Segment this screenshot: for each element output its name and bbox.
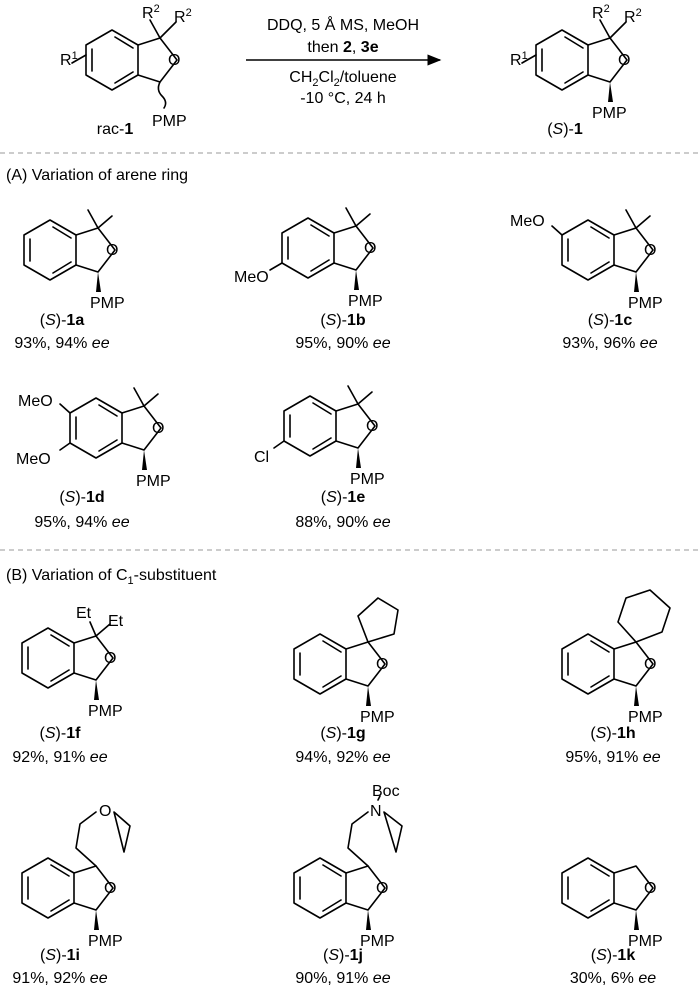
r2-label-a: R2	[142, 3, 160, 22]
ring-oxygen-label: O	[376, 880, 388, 897]
conditions-line-1: DDQ, 5 Å MS, MeOH	[267, 15, 419, 34]
pmp-label: PMP	[88, 933, 123, 950]
compound-1j-structure: O N Boc PMP	[293, 783, 403, 950]
pmp-label: PMP	[628, 933, 663, 950]
compound-1e-label: (S)-1e	[321, 489, 366, 506]
compound-1k-result: 30%, 6% ee	[570, 970, 656, 986]
compound-1b-result: 95%, 90% ee	[295, 335, 390, 352]
pmp-label: PMP	[360, 709, 395, 726]
compound-1c-result: 93%, 96% ee	[562, 335, 657, 352]
compound-1f-structure: O PMP Et Et	[21, 605, 124, 720]
ring-oxygen-label: O	[366, 418, 378, 435]
pmp-label: PMP	[90, 295, 125, 312]
r2-label-a: R2	[592, 3, 610, 22]
compound-1e-structure: O PMP Cl	[254, 385, 385, 488]
ethyl-label-a: Et	[76, 605, 92, 622]
compound-1f-result: 92%, 91% ee	[12, 749, 107, 766]
ring-oxygen-label: O	[104, 650, 116, 667]
pmp-label: PMP	[136, 473, 171, 490]
ring-oxygen-label: O	[644, 880, 656, 897]
compound-1i-structure: O O PMP	[21, 803, 131, 950]
compound-1b-structure: O PMP MeO	[234, 207, 383, 310]
compound-1a-result: 93%, 94% ee	[14, 335, 109, 352]
methoxy-label: MeO	[510, 213, 545, 230]
r2-label-b: R2	[174, 7, 192, 26]
ring-oxygen-label: O	[618, 52, 630, 69]
compound-1a-label: (S)-1a	[40, 312, 85, 329]
reaction-conditions: DDQ, 5 Å MS, MeOH then 2, 3e CH2Cl2/tolu…	[267, 15, 419, 107]
compound-1h-structure: O PMP	[561, 589, 671, 726]
chloro-label: Cl	[254, 449, 269, 466]
compound-1i-result: 91%, 92% ee	[12, 970, 107, 986]
compound-1a-structure: O PMP	[23, 209, 125, 312]
compound-1d-result: 95%, 94% ee	[34, 514, 129, 531]
ring-oxygen-label: O	[644, 242, 656, 259]
compound-1c-structure: O PMP MeO	[510, 209, 663, 312]
methoxy-label-top: MeO	[18, 393, 53, 410]
compound-1e-result: 88%, 90% ee	[295, 514, 390, 531]
conditions-line-2: then 2, 3e	[307, 39, 378, 56]
compound-1h-label: (S)-1h	[590, 725, 635, 742]
pmp-label: PMP	[88, 703, 123, 720]
pmp-label: PMP	[628, 709, 663, 726]
compound-1b-label: (S)-1b	[320, 312, 366, 329]
section-b-heading: (B) Variation of C1-substituent	[6, 567, 217, 587]
r1-label: R1	[510, 50, 528, 69]
pmp-label: PMP	[360, 933, 395, 950]
pmp-label: PMP	[152, 113, 187, 130]
starting-material-structure: O PMP R1 R2 R2 rac-1	[60, 3, 192, 138]
ring-oxygen-label: O	[106, 242, 118, 259]
ring-oxygen-label: O	[644, 656, 656, 673]
compound-1g-structure: O PMP	[293, 597, 399, 726]
compound-1j-result: 90%, 91% ee	[295, 970, 390, 986]
compound-1k-label: (S)-1k	[591, 947, 636, 964]
conditions-line-4: -10 °C, 24 h	[300, 90, 386, 107]
product-label: (S)-1	[547, 121, 583, 138]
compound-1i-label: (S)-1i	[40, 947, 80, 964]
methoxy-label-bottom: MeO	[16, 451, 51, 468]
boc-label: Boc	[372, 783, 400, 800]
pmp-label: PMP	[348, 293, 383, 310]
compound-1d-label: (S)-1d	[59, 489, 104, 506]
compound-1d-structure: O PMP MeO MeO	[16, 387, 171, 490]
pmp-label: PMP	[350, 471, 385, 488]
ring-oxygen-label: O	[104, 880, 116, 897]
r1-label: R1	[60, 50, 78, 69]
section-a-heading: (A) Variation of arene ring	[6, 167, 188, 184]
compound-1k-structure: O PMP	[561, 857, 663, 950]
compound-1g-result: 94%, 92% ee	[295, 749, 390, 766]
conditions-line-3: CH2Cl2/toluene	[289, 69, 397, 89]
compound-1g-label: (S)-1g	[320, 725, 365, 742]
ethyl-label-b: Et	[108, 613, 124, 630]
compound-1h-result: 95%, 91% ee	[565, 749, 660, 766]
pmp-label: PMP	[628, 295, 663, 312]
ring-oxygen-label: O	[364, 240, 376, 257]
methoxy-label: MeO	[234, 269, 269, 286]
piperidine-nitrogen-label: N	[370, 803, 382, 820]
ring-oxygen-label: O	[376, 656, 388, 673]
r2-label-b: R2	[624, 7, 642, 26]
ring-oxygen-label: O	[152, 420, 164, 437]
product-structure: O PMP R1 R2 R2 (S)-1	[510, 3, 642, 138]
ring-oxygen-label: O	[168, 52, 180, 69]
starting-material-label: rac-1	[97, 121, 134, 138]
compound-1f-label: (S)-1f	[40, 725, 82, 742]
pyran-oxygen-label: O	[99, 803, 111, 820]
compound-1j-label: (S)-1j	[323, 947, 363, 964]
compound-1c-label: (S)-1c	[588, 312, 633, 329]
pmp-label: PMP	[592, 105, 627, 122]
